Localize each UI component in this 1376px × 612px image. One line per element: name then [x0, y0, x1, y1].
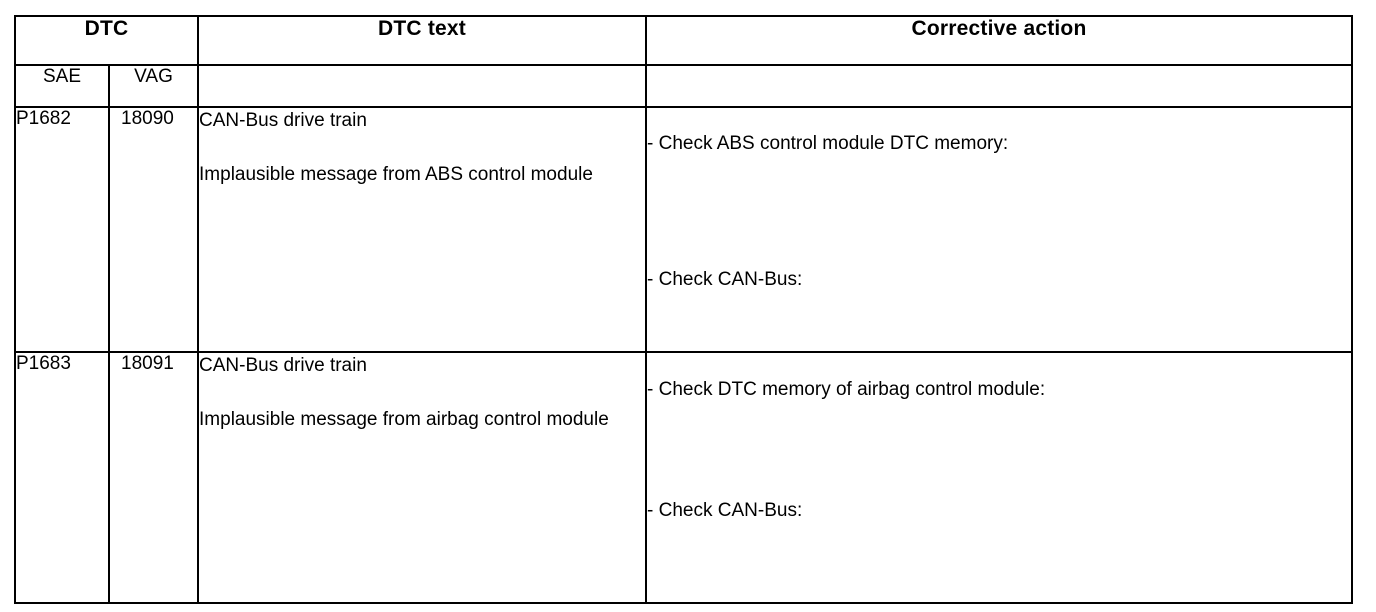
dtc-table: DTC DTC text Corrective action SAE VAG P…: [13, 15, 1354, 604]
column-header-corrective-action-sub: [645, 64, 1354, 108]
table-body: P1682 18090 CAN-Bus drive train Implausi…: [14, 106, 1354, 604]
column-header-dtc-text: DTC text: [197, 15, 648, 66]
table-row: P1683 18091 CAN-Bus drive train Implausi…: [14, 351, 1354, 604]
dtc-text-line-2: Implausible message from airbag control …: [199, 409, 609, 430]
header-row-primary: DTC DTC text Corrective action: [13, 15, 1354, 66]
cell-vag-code: 18091: [107, 351, 200, 604]
paragraph-spacer: [199, 378, 645, 407]
corrective-action-item: - Check CAN-Bus:: [647, 500, 803, 521]
column-header-dtc-text-sub: [197, 64, 648, 108]
cell-dtc-text: CAN-Bus drive train Implausible message …: [197, 106, 648, 353]
header-row-secondary: SAE VAG: [14, 64, 1354, 108]
cell-corrective-action: - Check DTC memory of airbag control mod…: [645, 351, 1354, 604]
corrective-action-item: - Check DTC memory of airbag control mod…: [647, 379, 1046, 400]
corrective-action-item: - Check ABS control module DTC memory:: [647, 133, 1009, 154]
column-header-corrective-action: Corrective action: [645, 15, 1354, 66]
dtc-text-line-1: CAN-Bus drive train: [199, 355, 367, 376]
cell-sae-code: P1683: [14, 351, 110, 604]
column-header-vag: VAG: [107, 64, 200, 108]
table-row: P1682 18090 CAN-Bus drive train Implausi…: [14, 106, 1354, 353]
column-header-sae: SAE: [14, 64, 110, 108]
corrective-action-item: - Check CAN-Bus:: [647, 269, 803, 290]
dtc-text-line-1: CAN-Bus drive train: [199, 110, 367, 131]
dtc-text-line-2: Implausible message from ABS control mod…: [199, 164, 593, 185]
table-header: DTC DTC text Corrective action SAE VAG: [13, 15, 1354, 108]
cell-sae-code: P1682: [14, 106, 110, 353]
cell-corrective-action: - Check ABS control module DTC memory: -…: [645, 106, 1354, 353]
column-header-dtc: DTC: [13, 15, 200, 66]
cell-vag-code: 18090: [107, 106, 200, 353]
cell-dtc-text: CAN-Bus drive train Implausible message …: [197, 351, 648, 604]
paragraph-spacer: [199, 133, 645, 162]
